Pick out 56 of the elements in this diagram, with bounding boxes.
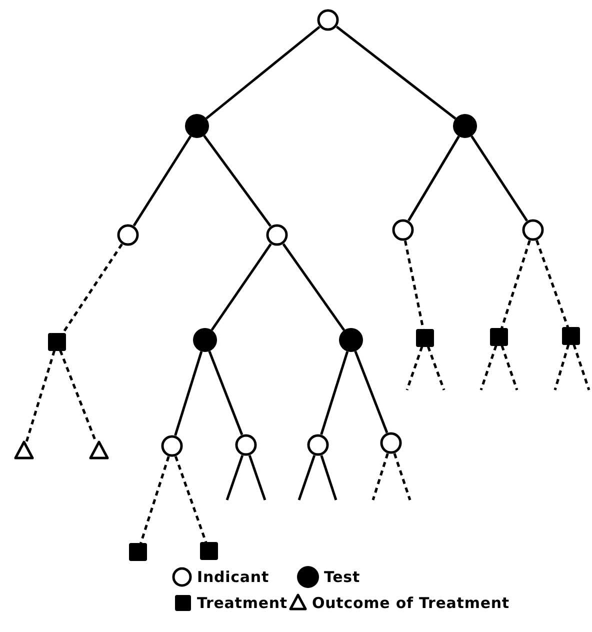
branch-line [354,350,388,434]
dashed-branch-line [174,456,208,543]
open-circle-node [380,432,402,454]
dashed-branch-line [500,240,531,329]
branch-line [408,136,460,222]
filled-circle-node [185,114,209,138]
branch-line [206,26,320,120]
open-circle-node [161,435,183,457]
dashed-branch-line [59,350,97,442]
dashed-branch-line [426,346,446,390]
filled-square-node [200,542,218,560]
legend-label: Test [324,567,360,587]
dashed-branch-line [406,346,424,390]
open-circle-node [317,9,339,31]
legend-label: Outcome of Treatment [312,593,510,613]
filled-circle-node [453,114,477,138]
dashed-branch-line [393,453,412,500]
open-circle-node [235,434,257,456]
dashed-branch-line [372,453,389,500]
open-circle-node [266,224,288,246]
branch-line [320,455,338,500]
filled-circle-node [339,328,363,352]
branch-line [248,454,266,500]
branch-line [336,26,456,120]
filled-square-node [490,328,508,346]
dashed-branch-line [480,345,498,390]
dashed-branch-line [140,456,170,544]
filled-square-node [48,333,66,351]
open-circle-node [392,219,414,241]
dashed-branch-line [554,344,570,390]
branch-line [132,135,192,226]
dashed-branch-line [536,240,570,328]
legend-label: Treatment [197,593,288,613]
dashed-branch-line [25,350,56,442]
legend-label: Indicant [197,567,270,587]
dashed-branch-line [572,344,590,390]
branch-line [174,351,203,436]
open-circle-node [522,219,544,241]
filled-square-node [129,543,147,561]
filled-square-node [416,329,434,347]
open-triangle-node [14,440,34,460]
dashed-branch-line [500,345,518,390]
filled-square-node [562,327,580,345]
open-circle-node [307,434,329,456]
branch-line [298,454,316,500]
open-triangle-node [89,440,109,460]
branch-line [203,134,272,227]
branch-line [226,454,244,500]
branch-line [470,135,528,222]
branch-line [320,351,349,435]
open-circle-node [117,224,139,246]
dashed-branch-line [404,240,424,330]
branch-line [208,350,244,436]
filled-circle-node [193,328,217,352]
branch-line [210,243,272,331]
branch-line [282,243,346,331]
